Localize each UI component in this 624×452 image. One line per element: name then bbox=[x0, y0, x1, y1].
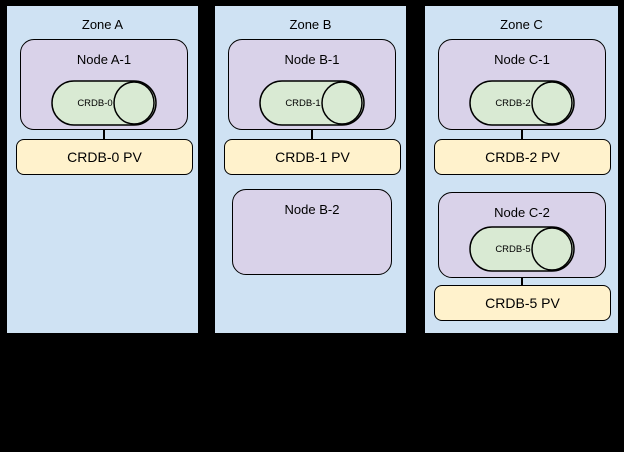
crdb-2-pv-box: CRDB-2 PV bbox=[434, 139, 611, 175]
crdb-1-label: CRDB-1 bbox=[285, 97, 321, 109]
crdb-0-database-cylinder: CRDB-0 bbox=[51, 80, 157, 126]
zone-c: Zone C Node C-1 CRDB-2 CRDB-2 PV Node C-… bbox=[423, 4, 620, 335]
node-b-2: Node B-2 bbox=[232, 189, 392, 275]
node-c-1: Node C-1 CRDB-2 bbox=[438, 39, 606, 130]
connector-crdb-1-to-pv bbox=[311, 121, 313, 141]
crdb-1-database-cylinder: CRDB-1 bbox=[259, 80, 365, 126]
zone-b: Zone B Node B-1 CRDB-1 CRDB-1 PV Node B-… bbox=[213, 4, 408, 335]
connector-crdb-2-to-pv bbox=[521, 121, 523, 141]
zone-a: Zone A Node A-1 CRDB-0 CRDB-0 PV bbox=[5, 4, 200, 335]
crdb-2-database-cylinder: CRDB-2 bbox=[469, 80, 575, 126]
node-c-2: Node C-2 CRDB-5 bbox=[438, 192, 606, 278]
crdb-5-pv-box: CRDB-5 PV bbox=[434, 285, 611, 321]
database-cylinder-icon bbox=[469, 226, 575, 272]
crdb-1-pv-box: CRDB-1 PV bbox=[224, 139, 401, 175]
crdb-5-database-cylinder: CRDB-5 bbox=[469, 226, 575, 272]
database-cylinder-icon bbox=[51, 80, 157, 126]
crdb-0-pv-label: CRDB-0 PV bbox=[67, 149, 142, 165]
database-cylinder-icon bbox=[259, 80, 365, 126]
crdb-2-pv-label: CRDB-2 PV bbox=[485, 149, 560, 165]
node-c-2-label: Node C-2 bbox=[494, 205, 550, 220]
node-b-1: Node B-1 CRDB-1 bbox=[228, 39, 396, 130]
crdb-0-pv-box: CRDB-0 PV bbox=[16, 139, 193, 175]
zone-c-label: Zone C bbox=[500, 17, 543, 32]
zone-a-label: Zone A bbox=[81, 17, 124, 32]
node-a-1-label: Node A-1 bbox=[76, 52, 132, 67]
crdb-5-label: CRDB-5 bbox=[495, 243, 531, 255]
crdb-2-label: CRDB-2 bbox=[495, 97, 531, 109]
node-b-1-label: Node B-1 bbox=[284, 52, 340, 67]
node-a-1: Node A-1 CRDB-0 bbox=[20, 39, 188, 130]
crdb-1-pv-label: CRDB-1 PV bbox=[275, 149, 350, 165]
crdb-5-pv-label: CRDB-5 PV bbox=[485, 295, 560, 311]
node-c-1-label: Node C-1 bbox=[494, 52, 550, 67]
zone-b-label: Zone B bbox=[289, 17, 332, 32]
database-cylinder-icon bbox=[469, 80, 575, 126]
crdb-0-label: CRDB-0 bbox=[77, 97, 113, 109]
connector-crdb-0-to-pv bbox=[103, 121, 105, 141]
node-b-2-label: Node B-2 bbox=[284, 202, 340, 217]
